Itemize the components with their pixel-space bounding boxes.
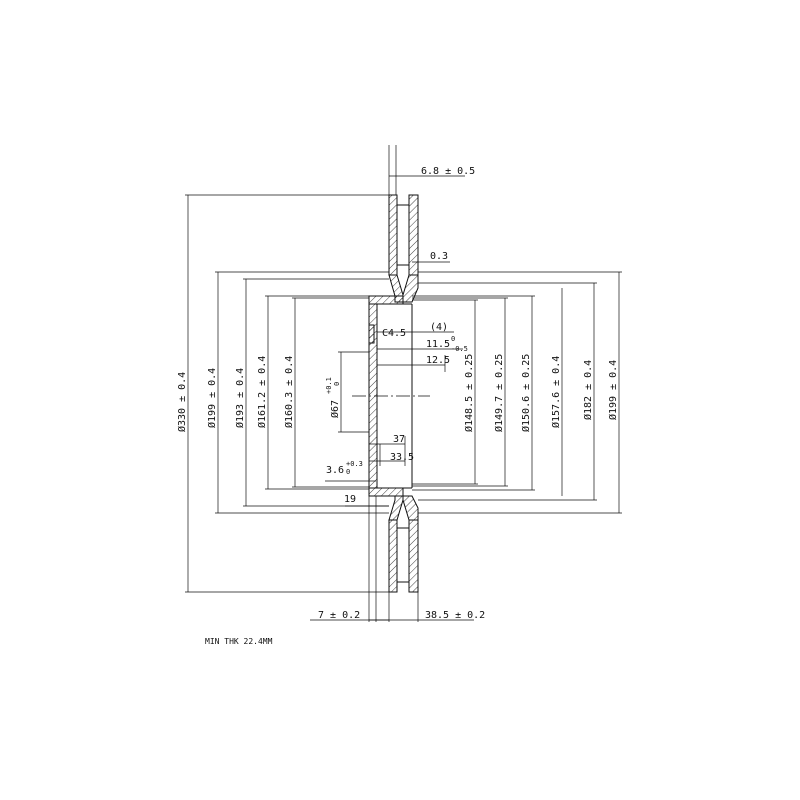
len-33-5-dim: 33.5 <box>390 452 414 463</box>
top-vent-lines <box>397 204 409 266</box>
bore-tol-lower: 0 <box>333 382 341 386</box>
hat-thickness-dim: 7 ± 0.2 <box>318 610 360 621</box>
d-160-label: Ø160.3 ± 0.4 <box>283 356 295 428</box>
bore-outline <box>377 303 413 489</box>
top-outer-friction-plate <box>408 194 419 276</box>
d-182-label: Ø182 ± 0.4 <box>582 360 594 420</box>
bottom-vent-lines <box>397 527 409 583</box>
d-148-label: Ø148.5 ± 0.25 <box>463 354 475 432</box>
left-dimension-lines <box>187 195 342 592</box>
d-330-label: Ø330 ± 0.4 <box>176 372 188 432</box>
top-inner-friction-plate <box>388 194 398 276</box>
d-199-label: Ø199 ± 0.4 <box>206 368 218 428</box>
bottom-inner-friction-plate <box>388 519 398 593</box>
overall-height-dim: 38.5 ± 0.2 <box>425 610 485 621</box>
groove-tol-upper: +0.3 <box>346 460 363 468</box>
bottom-hat-flange <box>368 487 404 497</box>
bottom-outer-friction-plate <box>408 519 419 593</box>
top-neck-outer <box>402 274 419 303</box>
d-193-label: Ø193 ± 0.4 <box>234 368 246 428</box>
d-150-label: Ø150.6 ± 0.25 <box>520 354 532 432</box>
d-161-label: Ø161.2 ± 0.4 <box>256 356 268 428</box>
sheet-area <box>0 135 800 665</box>
chamfer-dim: C4.5 <box>382 328 406 339</box>
top-hat-flange <box>368 295 404 305</box>
len-37-dim: 37 <box>393 434 405 445</box>
disc-section <box>368 194 419 593</box>
d-149-label: Ø149.7 ± 0.25 <box>493 354 505 432</box>
depth-dim: 11.5 <box>426 339 450 350</box>
min-thickness-note: MIN THK 22.4MM <box>205 637 273 646</box>
right-dimension-lines <box>474 272 620 513</box>
top-dimension-leaders <box>325 175 465 507</box>
groove-dim: 3.6 <box>326 465 344 476</box>
offset-dim: 0.3 <box>430 251 448 262</box>
bore-label: Ø67 <box>329 400 341 418</box>
depth-tol-lower: -0.5 <box>451 345 468 353</box>
depth-tol-upper: 0 <box>451 335 455 343</box>
chamfer-insert <box>368 324 375 344</box>
count-dim: (4) <box>430 322 448 333</box>
d-157-label: Ø157.6 ± 0.4 <box>550 356 562 428</box>
thickness-dim: 6.8 ± 0.5 <box>421 166 475 177</box>
d-199r-label: Ø199 ± 0.4 <box>607 360 619 420</box>
extension-lines <box>185 145 622 622</box>
len-19-dim: 19 <box>344 494 356 505</box>
groove-tol-lower: 0 <box>346 468 350 476</box>
depth-2-dim: 12.5 <box>426 355 450 366</box>
bore-tol-upper: +0.1 <box>325 377 333 394</box>
